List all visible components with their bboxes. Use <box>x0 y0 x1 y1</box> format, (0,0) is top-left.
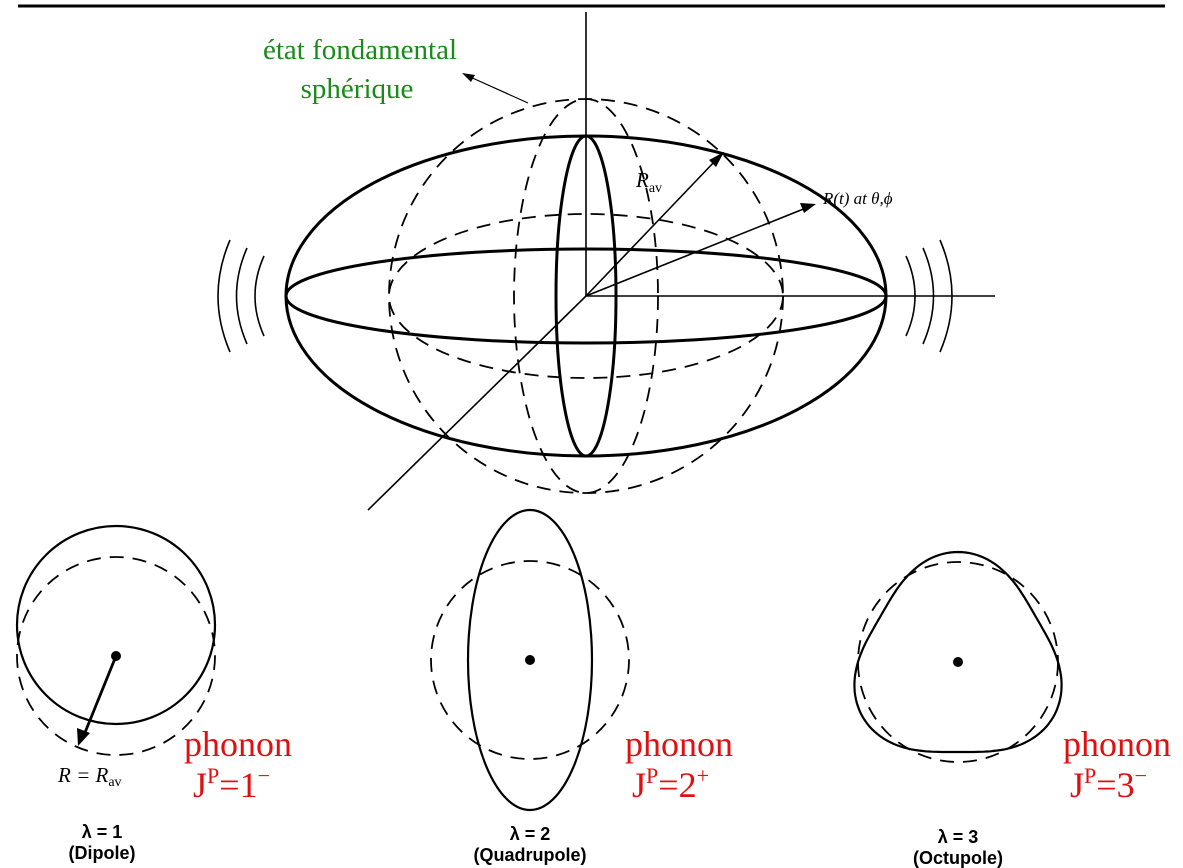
quadrupole-deformed-ellipse <box>466 508 594 812</box>
deformed-ellipsoid <box>284 134 888 458</box>
octupole-phonon-label: phonon <box>1063 724 1171 764</box>
dipole-radius-arrowhead <box>77 728 90 746</box>
radius-avg-arrow <box>585 159 717 297</box>
octupole-center-dot <box>953 657 963 667</box>
octupole-deformed-shape <box>853 550 1063 754</box>
quadrupole-jp-label: JP=2+ <box>632 763 709 805</box>
dipole-jp-label: JP=1− <box>193 763 270 805</box>
dipole-displaced-circle <box>15 524 217 726</box>
spherical-ground-state <box>388 98 784 494</box>
depth-axis <box>367 295 587 511</box>
main-figure <box>217 12 995 511</box>
quadrupole-center-dot <box>525 655 535 665</box>
quadrupole-ground-circle <box>430 560 630 760</box>
octupole-jp-label: JP=3− <box>1070 763 1147 805</box>
octupole-mode <box>853 550 1063 763</box>
radius-time-arrow <box>585 207 807 297</box>
ground-state-label-line2: sphérique <box>301 73 414 105</box>
dipole-mode <box>15 524 217 756</box>
dipole-ground-circle <box>16 556 216 756</box>
radius-time-label: R(t) at θ,ϕ <box>822 189 893 208</box>
ground-state-label-line1: état fondamental <box>263 34 457 66</box>
label-pointer <box>467 75 529 104</box>
radius-avg-arrowhead <box>709 152 724 167</box>
dipole-radius-label: R = Rav <box>57 763 122 790</box>
quadrupole-lambda-label: λ = 2 <box>510 824 551 844</box>
vibration-waves-left <box>217 239 265 353</box>
quadrupole-mode <box>430 508 630 812</box>
quadrupole-name-label: (Quadrupole) <box>474 845 587 865</box>
octupole-name-label: (Octupole) <box>913 848 1003 868</box>
label-pointer-arrowhead <box>462 73 475 82</box>
dipole-name-label: (Dipole) <box>69 843 136 863</box>
dipole-phonon-label: phonon <box>184 724 292 764</box>
radius-time-arrowhead <box>800 203 816 213</box>
dipole-lambda-label: λ = 1 <box>82 822 123 842</box>
octupole-lambda-label: λ = 3 <box>938 827 979 847</box>
dipole-radius-arrow <box>82 655 118 736</box>
quadrupole-phonon-label: phonon <box>625 724 733 764</box>
vibration-waves-right <box>905 239 953 353</box>
radius-avg-label: Rav <box>635 168 662 196</box>
